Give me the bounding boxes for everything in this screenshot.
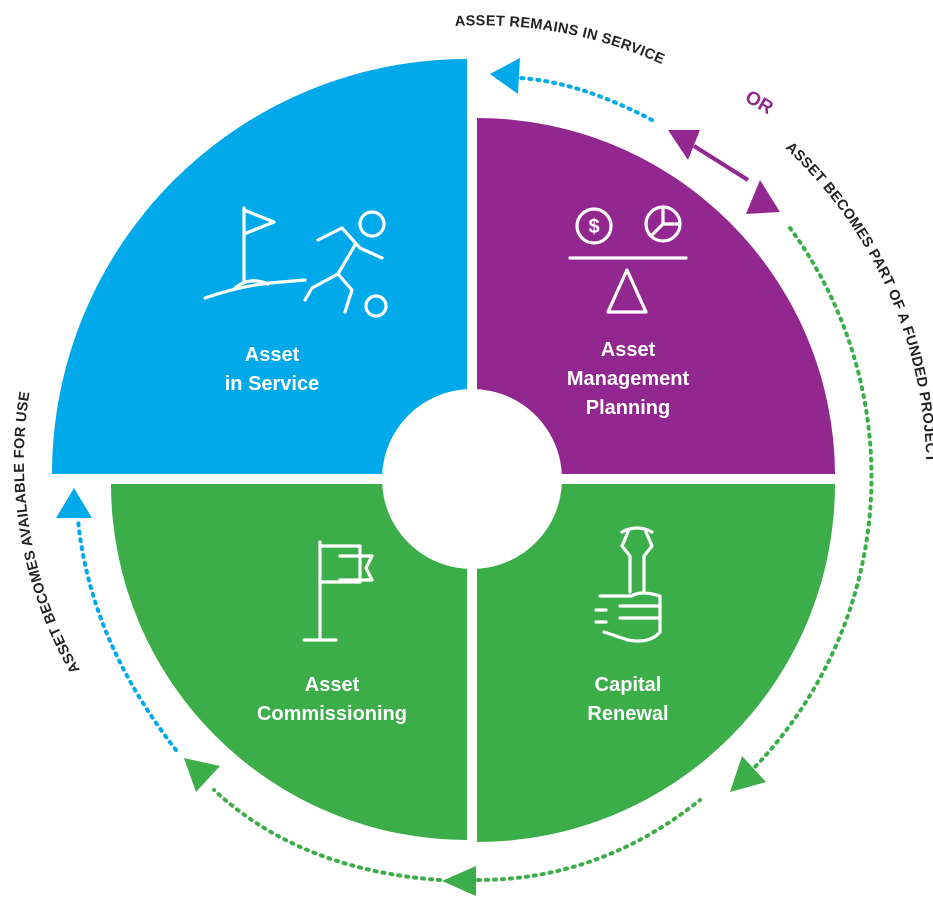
asset-commissioning-label-line1: Asset: [305, 674, 360, 696]
commissioning-arrowhead: [184, 758, 220, 792]
or-text: OR: [741, 87, 776, 120]
remains-in-service-text-container: ASSET REMAINS IN SERVICE: [454, 13, 667, 68]
remains-in-service-arrowhead: [490, 58, 520, 94]
quadrant-asset-commissioning: [111, 484, 467, 840]
balance-scale-money-chart-icon: $: [568, 205, 688, 314]
center-circle: [382, 389, 562, 569]
or-double-arrow-head-left: [668, 130, 700, 160]
renewal-to-commissioning-arrowhead: [442, 866, 476, 896]
quadrant-capital-renewal: [477, 484, 835, 842]
quadrant-asset-management-planning: [477, 118, 835, 474]
available-for-use-dotted-arc: [76, 518, 178, 752]
soccer-player-with-flag-icon: [203, 206, 388, 318]
available-for-use-arrowhead: [56, 488, 92, 518]
capital-renewal-label-line2: Renewal: [587, 703, 668, 725]
asset-commissioning-label-line2: Commissioning: [257, 703, 407, 725]
management-planning-label-line2: Management: [567, 368, 690, 390]
asset-in-service-label-line2: in Service: [225, 373, 320, 395]
funded-project-dotted-arc: [750, 226, 874, 772]
remains-in-service-text: ASSET REMAINS IN SERVICE: [454, 13, 667, 68]
quadrant-asset-in-service: [52, 59, 467, 474]
capital-renewal-label-line1: Capital: [595, 674, 662, 696]
funded-project-arrowhead: [730, 756, 766, 792]
renewal-to-commissioning-dotted-arc: [476, 798, 702, 882]
or-double-arrow-line: [692, 144, 750, 182]
management-planning-label-line3: Planning: [586, 397, 670, 419]
asset-in-service-label-line1: Asset: [245, 344, 300, 366]
or-double-arrow-head-right: [746, 180, 780, 214]
management-planning-label-line1: Asset: [601, 339, 656, 361]
commissioning-dotted-arc: [212, 788, 442, 882]
svg-text:$: $: [588, 216, 599, 238]
flag-icon: [302, 540, 374, 642]
hand-wrench-icon: [594, 526, 662, 643]
remains-in-service-dotted-arc: [518, 76, 654, 122]
